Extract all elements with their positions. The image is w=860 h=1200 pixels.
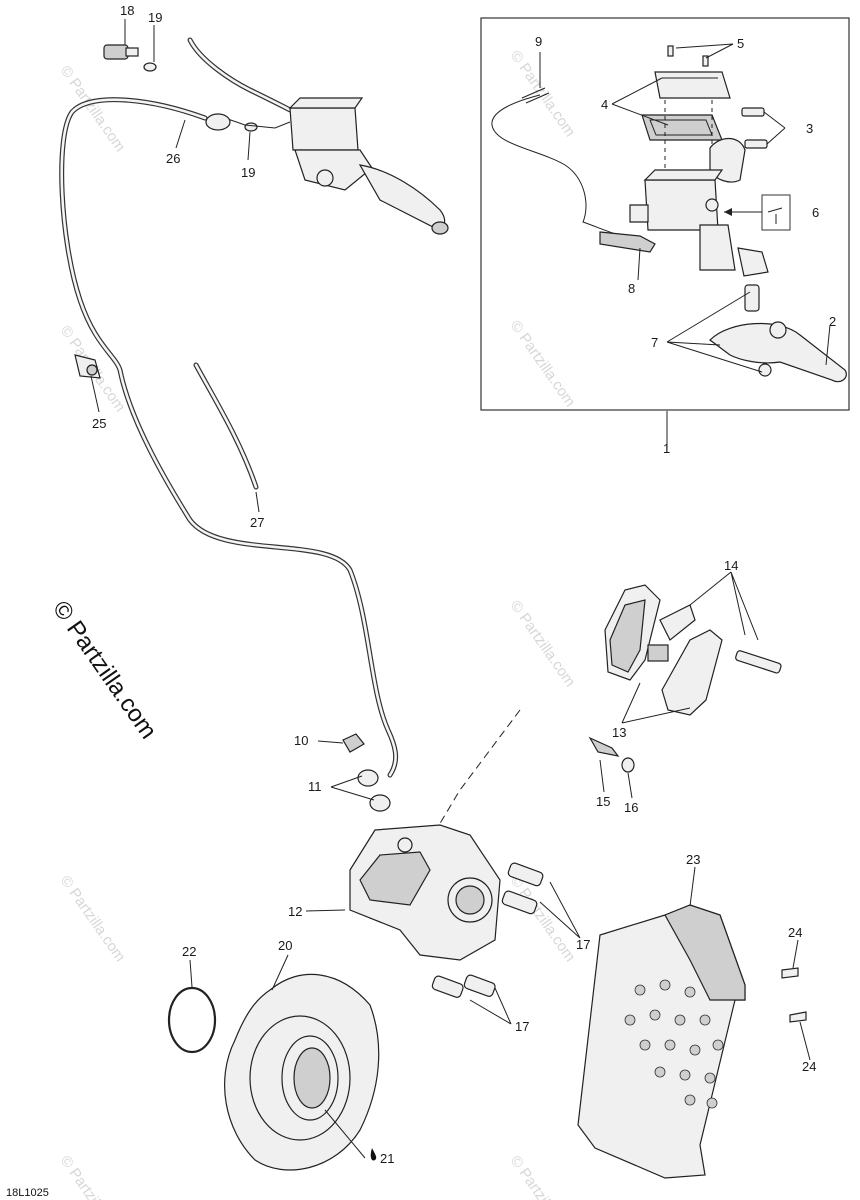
caliper-assembly (342, 709, 635, 998)
callout-labels: 18 19 26 19 25 27 9 5 4 3 6 8 7 2 1 14 1… (92, 3, 836, 1166)
callout-1: 1 (663, 441, 670, 456)
callout-16: 16 (624, 800, 638, 815)
watermark: © Partzilla.com (57, 873, 129, 966)
watermark: © Partzilla.com (57, 63, 129, 156)
callout-24-lower: 24 (802, 1059, 816, 1074)
partzilla-watermark: © Partzilla.com (47, 596, 162, 744)
callout-19: 19 (148, 10, 162, 25)
leader-lines (90, 19, 831, 1159)
brake-pads (604, 584, 782, 716)
callout-26: 26 (166, 151, 180, 166)
diagram-code: 18L1025 (6, 1187, 49, 1199)
master-cylinder-exploded (491, 45, 847, 383)
callout-12: 12 (288, 904, 302, 919)
callout-15: 15 (596, 794, 610, 809)
callout-17: 17 (576, 937, 590, 952)
callout-2: 2 (829, 314, 836, 329)
callout-8: 8 (628, 281, 635, 296)
callout-5: 5 (737, 36, 744, 51)
callout-13: 13 (612, 725, 626, 740)
heat-shield (577, 904, 807, 1179)
watermark: © Partzilla.com (57, 1153, 129, 1200)
callout-10: 10 (294, 733, 308, 748)
watermark: © Partzilla.com (507, 873, 579, 966)
inset-frame (480, 17, 850, 411)
callout-27: 27 (250, 515, 264, 530)
callout-25: 25 (92, 416, 106, 431)
callout-11: 11 (308, 779, 322, 794)
callout-14: 14 (724, 558, 738, 573)
callout-4: 4 (601, 97, 608, 112)
callout-23: 23 (686, 852, 700, 867)
callout-20: 20 (278, 938, 292, 953)
callout-3: 3 (806, 121, 813, 136)
brake-hose (59, 97, 399, 778)
watermark: © Partzilla.com (507, 48, 579, 141)
callout-9: 9 (535, 34, 542, 49)
watermark: © Partzilla.com (507, 598, 579, 691)
watermark: © Partzilla.com (507, 318, 579, 411)
callout-24: 24 (788, 925, 802, 940)
callout-21: 21 (380, 1151, 394, 1166)
callout-19-lower: 19 (241, 165, 255, 180)
master-cylinder-assembly (103, 37, 449, 235)
callout-7: 7 (651, 335, 658, 350)
callout-22: 22 (182, 944, 196, 959)
brake-disc (167, 973, 380, 1171)
protective-sleeve (193, 362, 259, 490)
watermark: © Partzilla.com (507, 1153, 579, 1200)
callout-6: 6 (812, 205, 819, 220)
callout-17-lower: 17 (515, 1019, 529, 1034)
callout-18: 18 (120, 3, 134, 18)
